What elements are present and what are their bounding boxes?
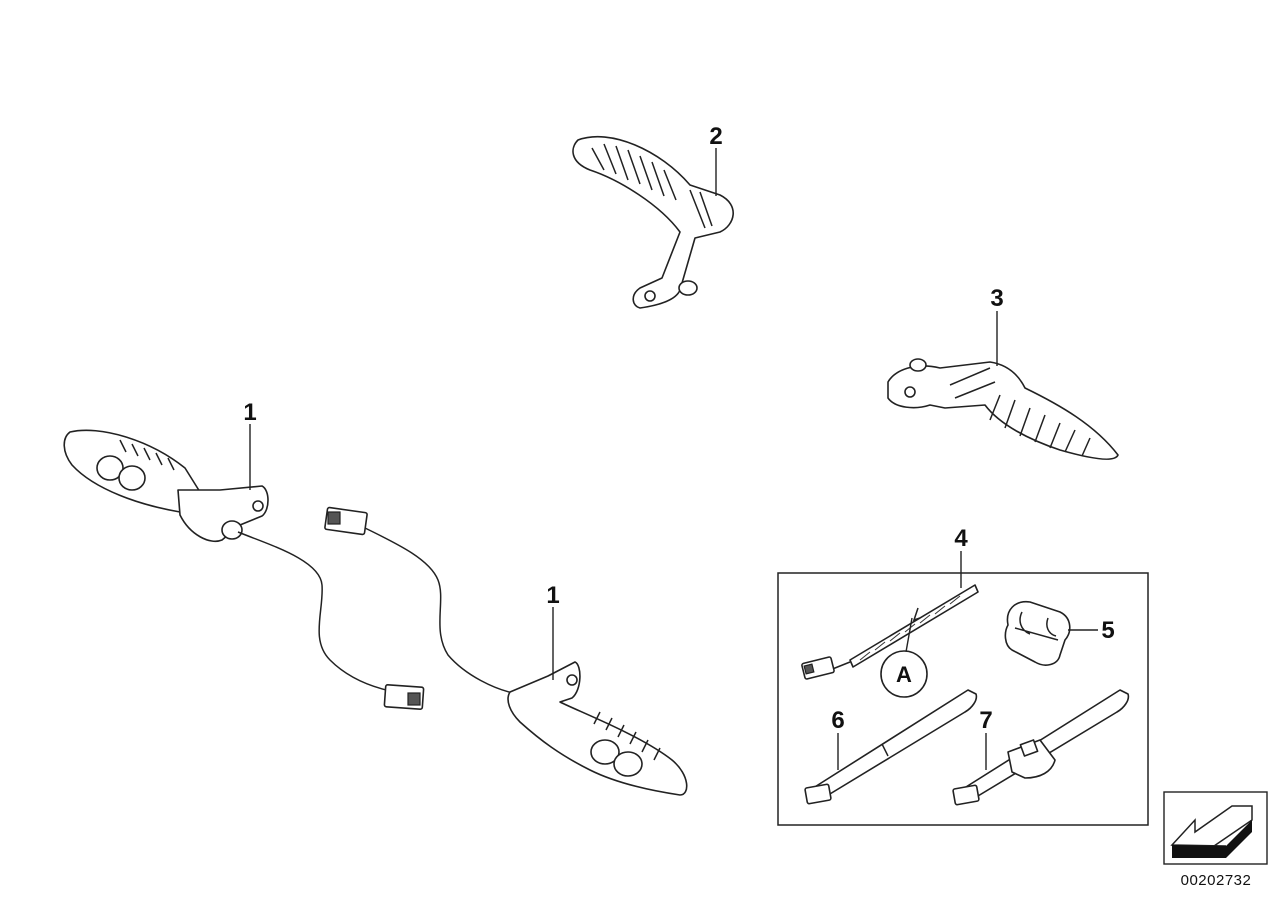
callout-3: 3 (990, 285, 1003, 312)
direction-arrow-box (1163, 791, 1268, 865)
footrest-left-part-2[interactable] (572, 135, 734, 309)
callout-1-left: 1 (243, 399, 256, 426)
cable-tie-part-6[interactable] (804, 689, 978, 805)
callout-5: 5 (1101, 617, 1114, 644)
footrest-right-part-3[interactable] (887, 358, 1119, 460)
callout-4: 4 (954, 525, 968, 552)
turn-signal-left-part-1[interactable] (63, 429, 425, 710)
detail-a-label: A (896, 662, 912, 687)
cable-clip-part-5[interactable] (1004, 600, 1071, 666)
callout-7: 7 (979, 707, 992, 734)
cable-tie-with-clip-part-7[interactable] (952, 689, 1130, 806)
leader-lines (249, 148, 1098, 770)
callout-6: 6 (831, 707, 844, 734)
document-number: 00202732 (1181, 872, 1252, 889)
cable-harness-part-4[interactable] (801, 584, 979, 680)
repair-kit-box (777, 572, 1149, 826)
detail-a-marker (880, 617, 928, 698)
callout-1-center: 1 (546, 582, 559, 609)
callout-2: 2 (709, 123, 722, 150)
turn-signal-right-part-1[interactable] (324, 506, 688, 796)
